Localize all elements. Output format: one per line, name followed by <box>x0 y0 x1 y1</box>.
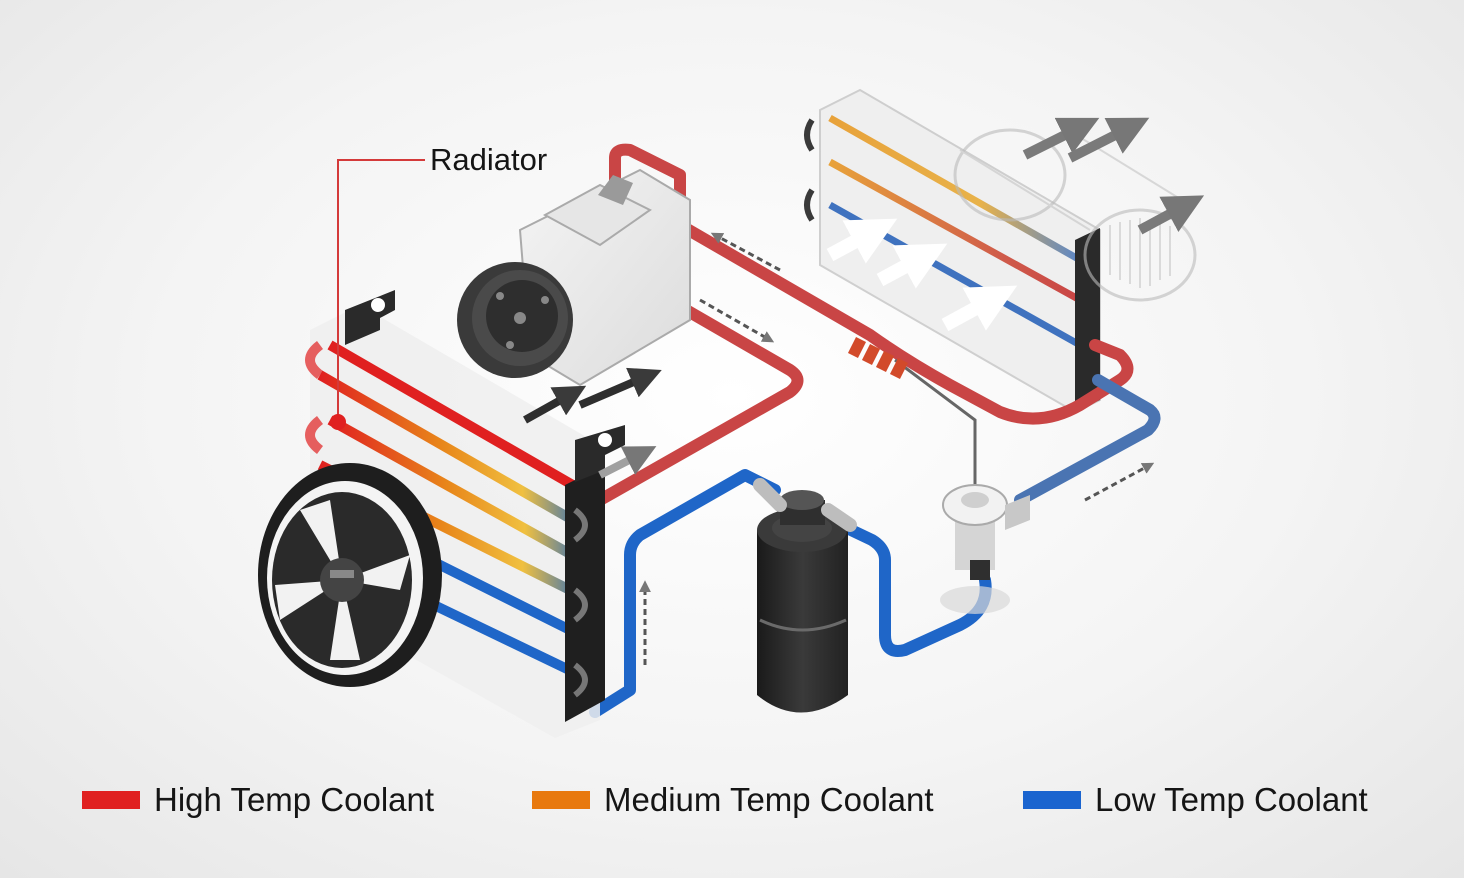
high-temp-line-compressor-to-evaporator <box>609 143 1134 425</box>
legend: High Temp Coolant Medium Temp Coolant Lo… <box>0 778 1464 828</box>
evaporator <box>804 88 1101 414</box>
legend-label-low: Low Temp Coolant <box>1095 781 1368 818</box>
low-temp-swatch <box>1023 791 1081 809</box>
legend-item-medium: Medium Temp Coolant <box>532 778 934 822</box>
compressor <box>457 168 691 387</box>
fan <box>258 463 442 687</box>
medium-temp-swatch <box>532 791 590 809</box>
capillary-line <box>894 358 977 495</box>
low-temp-line-evaporator-to-valve <box>1014 374 1161 506</box>
high-temp-swatch <box>82 791 140 809</box>
legend-label-medium: Medium Temp Coolant <box>604 781 934 818</box>
flow-direction-arrows <box>639 232 1155 665</box>
receiver-drier <box>753 478 857 713</box>
radiator-airflow-arrows <box>523 367 662 479</box>
sight-coil <box>847 336 909 380</box>
low-temp-line-drier-to-radiator <box>589 469 781 718</box>
expansion-valve <box>940 484 1030 614</box>
legend-item-high: High Temp Coolant <box>82 778 434 822</box>
legend-label-high: High Temp Coolant <box>154 781 435 818</box>
radiator-callout-leader <box>330 159 425 430</box>
evaporator-airflow-arrows <box>826 218 1018 332</box>
radiator-label: Radiator <box>430 142 548 177</box>
legend-item-low: Low Temp Coolant <box>1023 778 1368 822</box>
blower-outflow-arrows <box>1022 117 1205 235</box>
